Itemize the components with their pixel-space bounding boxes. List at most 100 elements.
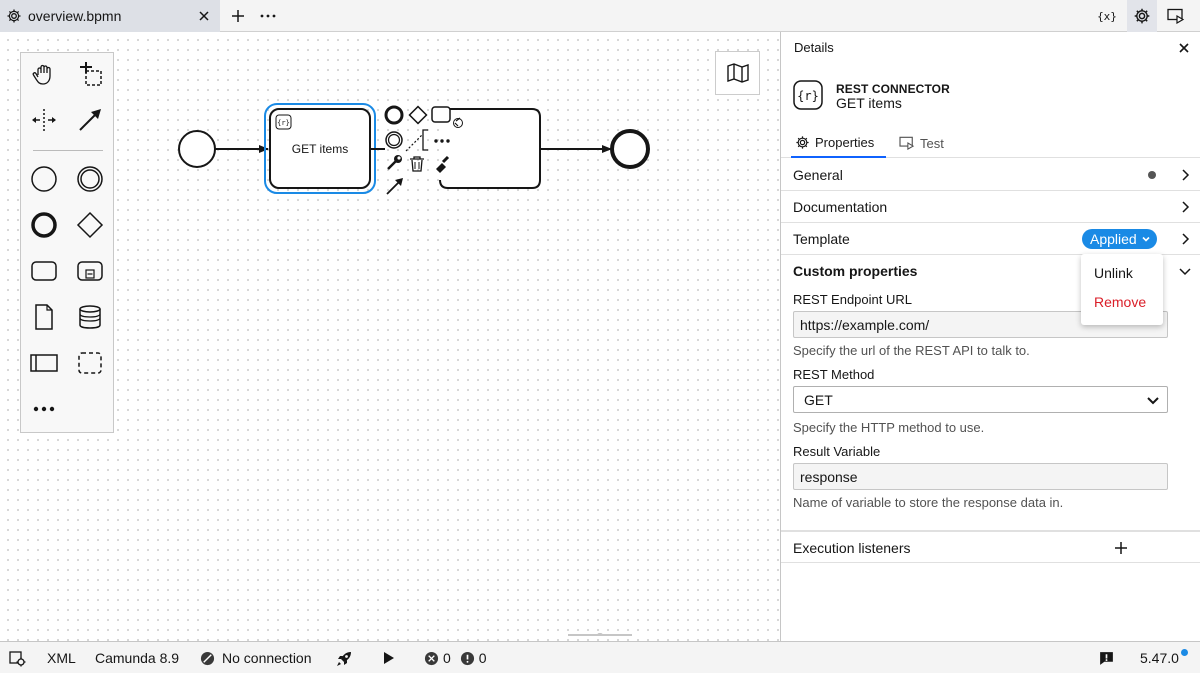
pool-icon (30, 354, 58, 372)
connect-arrow-icon[interactable] (386, 178, 403, 195)
create-intermediate-event-button[interactable] (73, 162, 107, 196)
add-tab-button[interactable] (228, 6, 248, 26)
create-start-event-button[interactable] (27, 162, 61, 196)
element-name: GET items (836, 95, 902, 111)
bpmn-diagram: {r} (178, 103, 650, 195)
append-gateway-icon[interactable] (408, 105, 428, 125)
paint-brush-icon[interactable] (436, 155, 450, 173)
create-data-store-button[interactable] (73, 300, 107, 334)
group-execution-listeners[interactable]: Execution listeners (781, 531, 1200, 563)
url-label: REST Endpoint URL (793, 292, 912, 307)
panel-resize-handle[interactable] (568, 633, 632, 637)
ellipsis-icon (33, 406, 55, 412)
create-group-button[interactable] (73, 346, 107, 380)
more-tabs-button[interactable] (258, 6, 278, 26)
feedback-button[interactable] (1098, 650, 1115, 667)
data-store-icon (79, 305, 101, 329)
details-panel: Details {r} REST CONNECTOR GET items Pro… (780, 32, 1200, 641)
plus-icon[interactable] (1113, 540, 1129, 556)
connect-arrow-icon (79, 109, 101, 131)
svg-text:{r}: {r} (797, 89, 819, 103)
start-event[interactable] (178, 130, 216, 168)
group-label: Documentation (793, 199, 888, 215)
file-settings-button[interactable] (9, 650, 27, 668)
version-button[interactable]: 5.47.0 (1140, 649, 1188, 666)
create-gateway-button[interactable] (73, 208, 107, 242)
space-tool-icon (32, 109, 56, 131)
tab-test[interactable]: Test (899, 128, 959, 158)
create-end-event-button[interactable] (27, 208, 61, 242)
hand-tool-button[interactable] (27, 57, 61, 91)
url-description: Specify the url of the REST API to talk … (793, 343, 1030, 358)
rest-connector-icon: {r} (793, 80, 823, 110)
context-pad (384, 105, 463, 195)
chevron-down-icon (1142, 236, 1150, 242)
tab-label: Properties (815, 134, 875, 150)
group-documentation[interactable]: Documentation (781, 191, 1200, 223)
play-icon (384, 652, 394, 664)
engine-version-button[interactable]: Camunda 8.9 (95, 650, 180, 666)
connector-icon (275, 114, 292, 130)
method-description: Specify the HTTP method to use. (793, 420, 985, 435)
lasso-tool-button[interactable] (73, 57, 107, 91)
problems-button[interactable]: 0 0 (424, 650, 487, 666)
end-event[interactable] (610, 129, 650, 169)
tab-label: overview.bpmn (28, 8, 122, 24)
space-tool-button[interactable] (27, 103, 61, 137)
deploy-button[interactable] (335, 650, 353, 668)
group-general[interactable]: General (781, 159, 1200, 191)
unlink-menu-item[interactable]: Unlink (1094, 265, 1133, 281)
tab-overview-bpmn[interactable]: overview.bpmn (0, 0, 220, 32)
tab-bar: overview.bpmn {x} (0, 0, 1200, 32)
append-task-icon[interactable] (431, 106, 451, 123)
group-label[interactable]: Custom properties (793, 263, 918, 279)
service-task-2[interactable] (439, 108, 541, 189)
connection-label: No connection (222, 650, 312, 666)
more-elements-button[interactable] (27, 392, 61, 426)
version-label: 5.47.0 (1140, 650, 1179, 666)
tab-properties[interactable]: Properties (791, 128, 886, 158)
variables-icon: {x} (1098, 10, 1116, 23)
end-event-icon (31, 212, 57, 238)
group-label: Template (793, 231, 850, 247)
more-options-icon[interactable] (434, 139, 450, 143)
plus-icon (232, 10, 244, 22)
lasso-icon (80, 62, 102, 86)
intermediate-event-icon (77, 166, 103, 192)
result-input[interactable] (793, 463, 1168, 490)
trash-icon[interactable] (410, 156, 424, 172)
settings-cog-icon (9, 651, 26, 667)
chevron-down-icon[interactable] (1177, 263, 1193, 279)
bpmn-canvas[interactable]: {r} (0, 32, 780, 641)
method-select[interactable]: GET (793, 386, 1168, 413)
group-template[interactable]: Template Applied (781, 223, 1200, 255)
chevron-right-icon (1182, 233, 1190, 245)
xml-button[interactable]: XML (47, 650, 76, 666)
gear-icon (796, 135, 809, 149)
template-applied-badge[interactable]: Applied (1082, 229, 1157, 249)
create-pool-button[interactable] (27, 346, 61, 380)
connection-button[interactable]: No connection (200, 650, 312, 666)
subprocess-icon (77, 261, 103, 281)
chevron-down-icon (1147, 397, 1159, 405)
append-end-event-icon[interactable] (384, 105, 404, 125)
palette-separator (33, 150, 103, 151)
run-panel-button[interactable] (1166, 6, 1186, 26)
element-type: REST CONNECTOR (836, 82, 950, 96)
create-data-object-button[interactable] (27, 300, 61, 334)
global-connect-tool-button[interactable] (73, 103, 107, 137)
append-text-annotation-icon[interactable] (453, 117, 463, 128)
connect-annotation-icon[interactable] (405, 129, 428, 152)
chevron-right-icon (1182, 169, 1190, 181)
run-button[interactable] (382, 650, 396, 666)
create-task-button[interactable] (27, 254, 61, 288)
wrench-icon[interactable] (387, 155, 402, 170)
variables-button[interactable]: {x} (1097, 6, 1117, 26)
create-subprocess-button[interactable] (73, 254, 107, 288)
svg-text:{r}: {r} (277, 119, 290, 127)
remove-menu-item[interactable]: Remove (1094, 294, 1147, 310)
minimap-toggle-button[interactable] (715, 51, 760, 95)
properties-panel-button[interactable] (1132, 6, 1152, 26)
close-icon[interactable] (1176, 40, 1192, 56)
close-icon[interactable] (196, 8, 212, 24)
